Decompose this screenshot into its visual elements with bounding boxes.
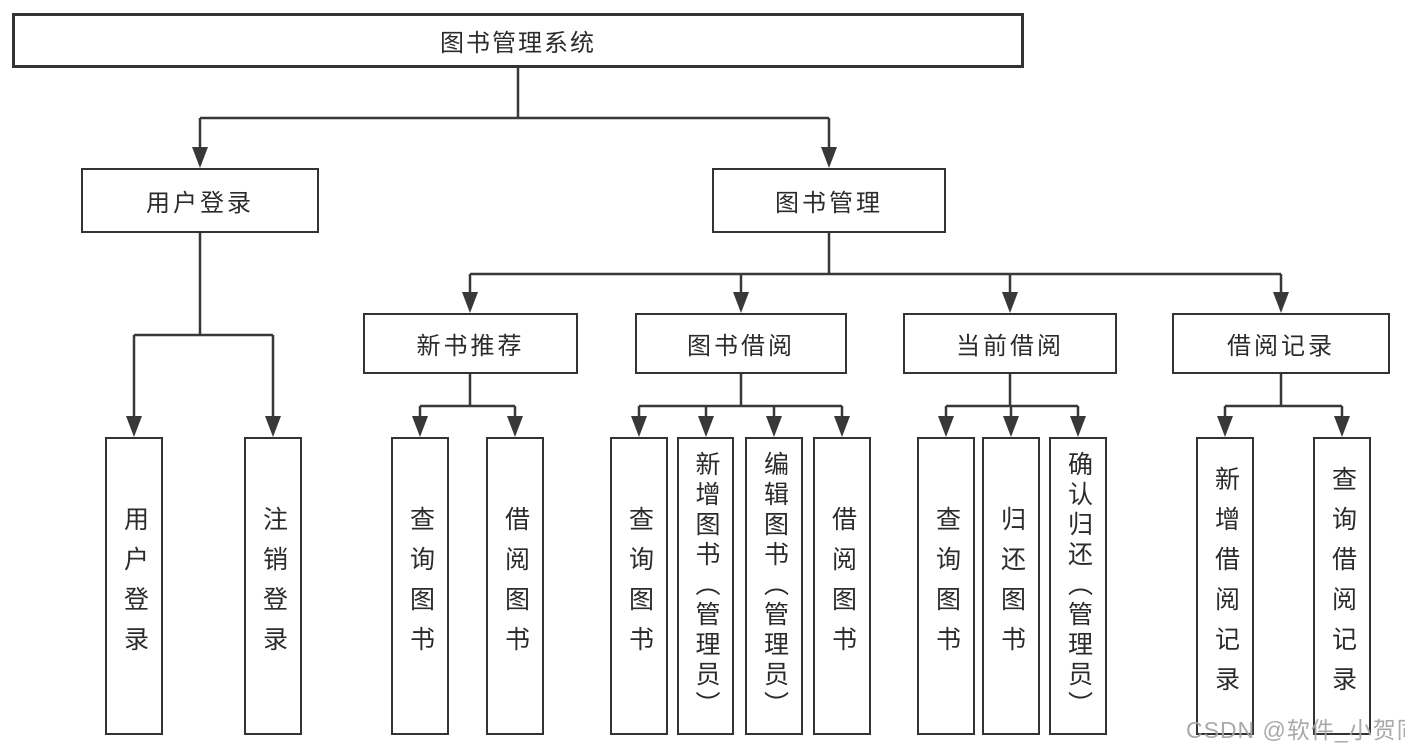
leaf-logout: 注销登录 [244, 437, 302, 735]
node-current-borrow: 当前借阅 [903, 313, 1117, 374]
node-book-management: 图书管理 [712, 168, 946, 233]
node-label: 借阅记录 [1227, 333, 1335, 360]
node-label: 查询图书 [932, 506, 961, 666]
node-label: 查询借阅记录 [1328, 466, 1357, 706]
edge-bookmgmt-to-level3 [468, 233, 1283, 294]
node-label: 借阅图书 [501, 506, 530, 666]
edge-record-to-leaves [1223, 374, 1344, 418]
node-root: 图书管理系统 [12, 13, 1024, 68]
arrowheads [126, 147, 1350, 437]
leaf-edit-book-admin: 编辑图书（管理员） [745, 437, 803, 735]
node-label: 图书管理系统 [440, 30, 596, 57]
leaf-add-borrow-record: 新增借阅记录 [1196, 437, 1254, 735]
edge-current-to-leaves [944, 374, 1080, 418]
csdn-watermark: CSDN @软件_小贺同学 [1186, 717, 1405, 743]
node-label: 新增借阅记录 [1211, 466, 1240, 706]
edge-newbook-to-leaves [418, 374, 517, 418]
leaf-borrow-book-2: 借阅图书 [813, 437, 871, 735]
leaf-add-book-admin: 新增图书（管理员） [677, 437, 734, 735]
leaf-user-login: 用户登录 [105, 437, 163, 735]
leaf-query-book-1: 查询图书 [391, 437, 449, 735]
node-label: 图书管理 [775, 190, 883, 217]
leaf-query-borrow-record: 查询借阅记录 [1313, 437, 1371, 735]
node-label: 注销登录 [259, 506, 288, 666]
edge-borrow-to-leaves [637, 374, 844, 418]
node-label: 新书推荐 [416, 333, 525, 360]
node-label: 用户登录 [120, 506, 149, 666]
node-label: 当前借阅 [956, 333, 1064, 360]
leaf-query-book-3: 查询图书 [917, 437, 975, 735]
node-label: 新增图书（管理员） [692, 451, 720, 721]
edge-root-to-level2 [198, 68, 831, 149]
leaf-query-book-2: 查询图书 [610, 437, 668, 735]
node-label: 编辑图书（管理员） [760, 451, 789, 721]
node-label: 借阅图书 [828, 506, 857, 666]
edge-userlogin-to-leaves [132, 233, 275, 418]
leaf-confirm-return-admin: 确认归还（管理员） [1049, 437, 1107, 735]
node-label: 归还图书 [997, 506, 1026, 666]
node-label: 用户登录 [146, 190, 254, 217]
leaf-borrow-book-1: 借阅图书 [486, 437, 544, 735]
node-book-borrow: 图书借阅 [635, 313, 847, 374]
node-label: 确认归还（管理员） [1064, 451, 1093, 721]
node-borrow-record: 借阅记录 [1172, 313, 1390, 374]
node-label: 图书借阅 [687, 333, 795, 360]
node-label: 查询图书 [625, 506, 654, 666]
node-new-book-recommend: 新书推荐 [363, 313, 578, 374]
node-label: 查询图书 [406, 506, 435, 666]
leaf-return-book: 归还图书 [982, 437, 1040, 735]
node-user-login: 用户登录 [81, 168, 319, 233]
